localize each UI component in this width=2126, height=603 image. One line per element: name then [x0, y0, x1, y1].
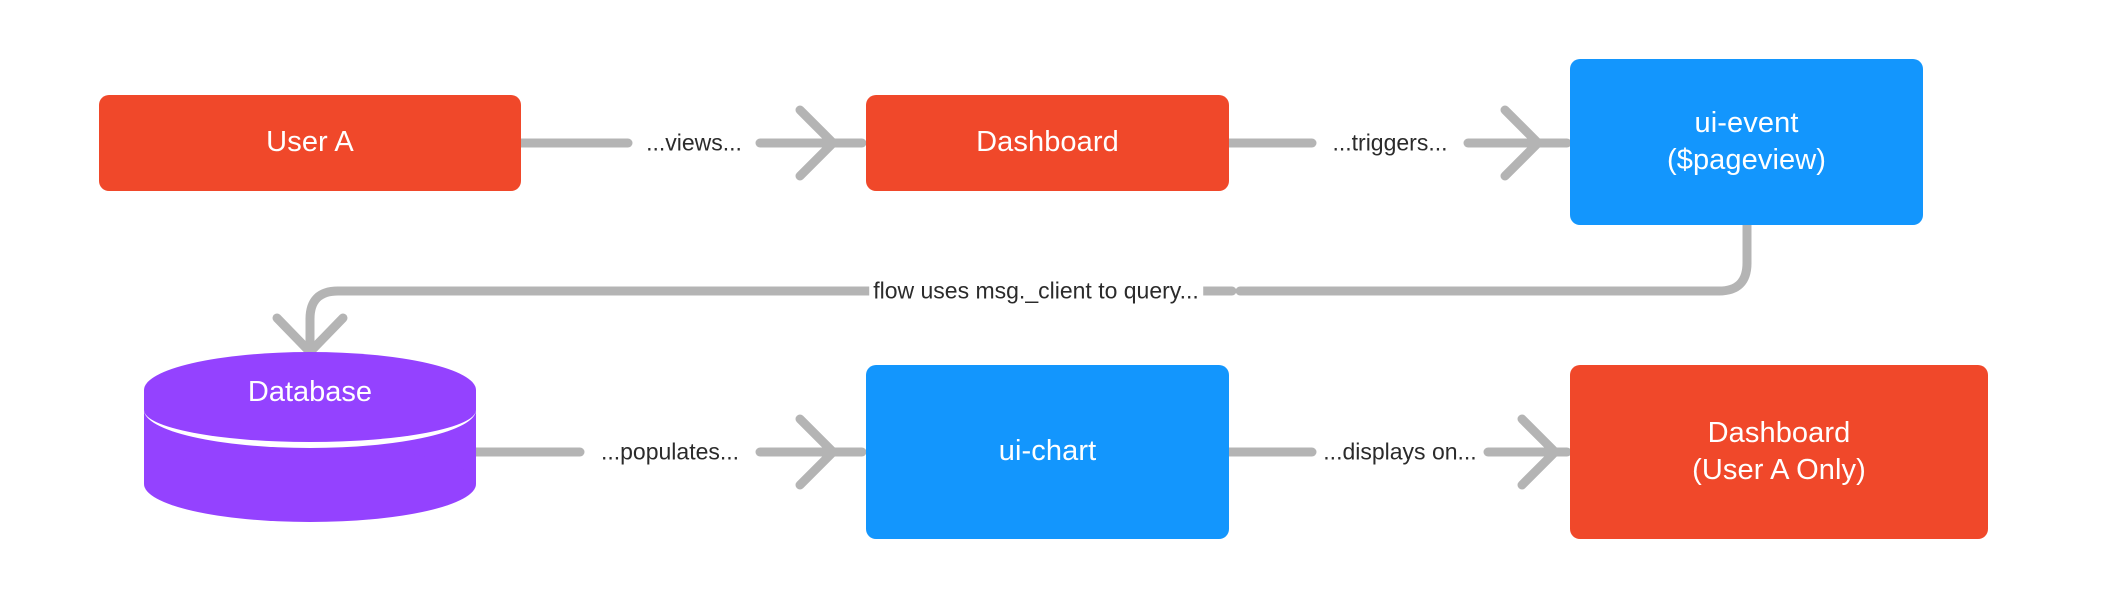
node-dashboard-top[interactable]: Dashboard [866, 95, 1229, 191]
node-user-a-label: User A [266, 126, 354, 159]
node-dashboard-bottom-label-secondary: (User A Only) [1692, 454, 1866, 486]
node-database-label: Database [247, 376, 373, 408]
node-dashboard-top-label: Dashboard [976, 126, 1119, 159]
node-ui-chart-label: ui-chart [998, 435, 1097, 468]
node-ui-event-label-primary: ui-event [1694, 106, 1799, 139]
node-ui-event[interactable]: ui-event ($pageview) [1570, 59, 1923, 225]
node-database[interactable]: Database [144, 352, 476, 522]
edge-label-views: ...views... [642, 131, 746, 155]
edge-label-populates: ...populates... [596, 440, 744, 464]
node-user-a[interactable]: User A [99, 95, 521, 191]
node-dashboard-bottom[interactable]: Dashboard (User A Only) [1570, 365, 1988, 539]
node-ui-event-label-secondary: ($pageview) [1666, 144, 1827, 176]
edge-label-query: flow uses msg._client to query... [869, 279, 1203, 303]
edge-label-displays: ...displays on... [1319, 440, 1481, 464]
database-cylinder-seam [144, 372, 476, 448]
node-dashboard-bottom-label-primary: Dashboard [1707, 416, 1851, 449]
node-ui-chart[interactable]: ui-chart [866, 365, 1229, 539]
edge-label-triggers: ...triggers... [1328, 131, 1452, 155]
database-cylinder-bottom [144, 446, 476, 522]
